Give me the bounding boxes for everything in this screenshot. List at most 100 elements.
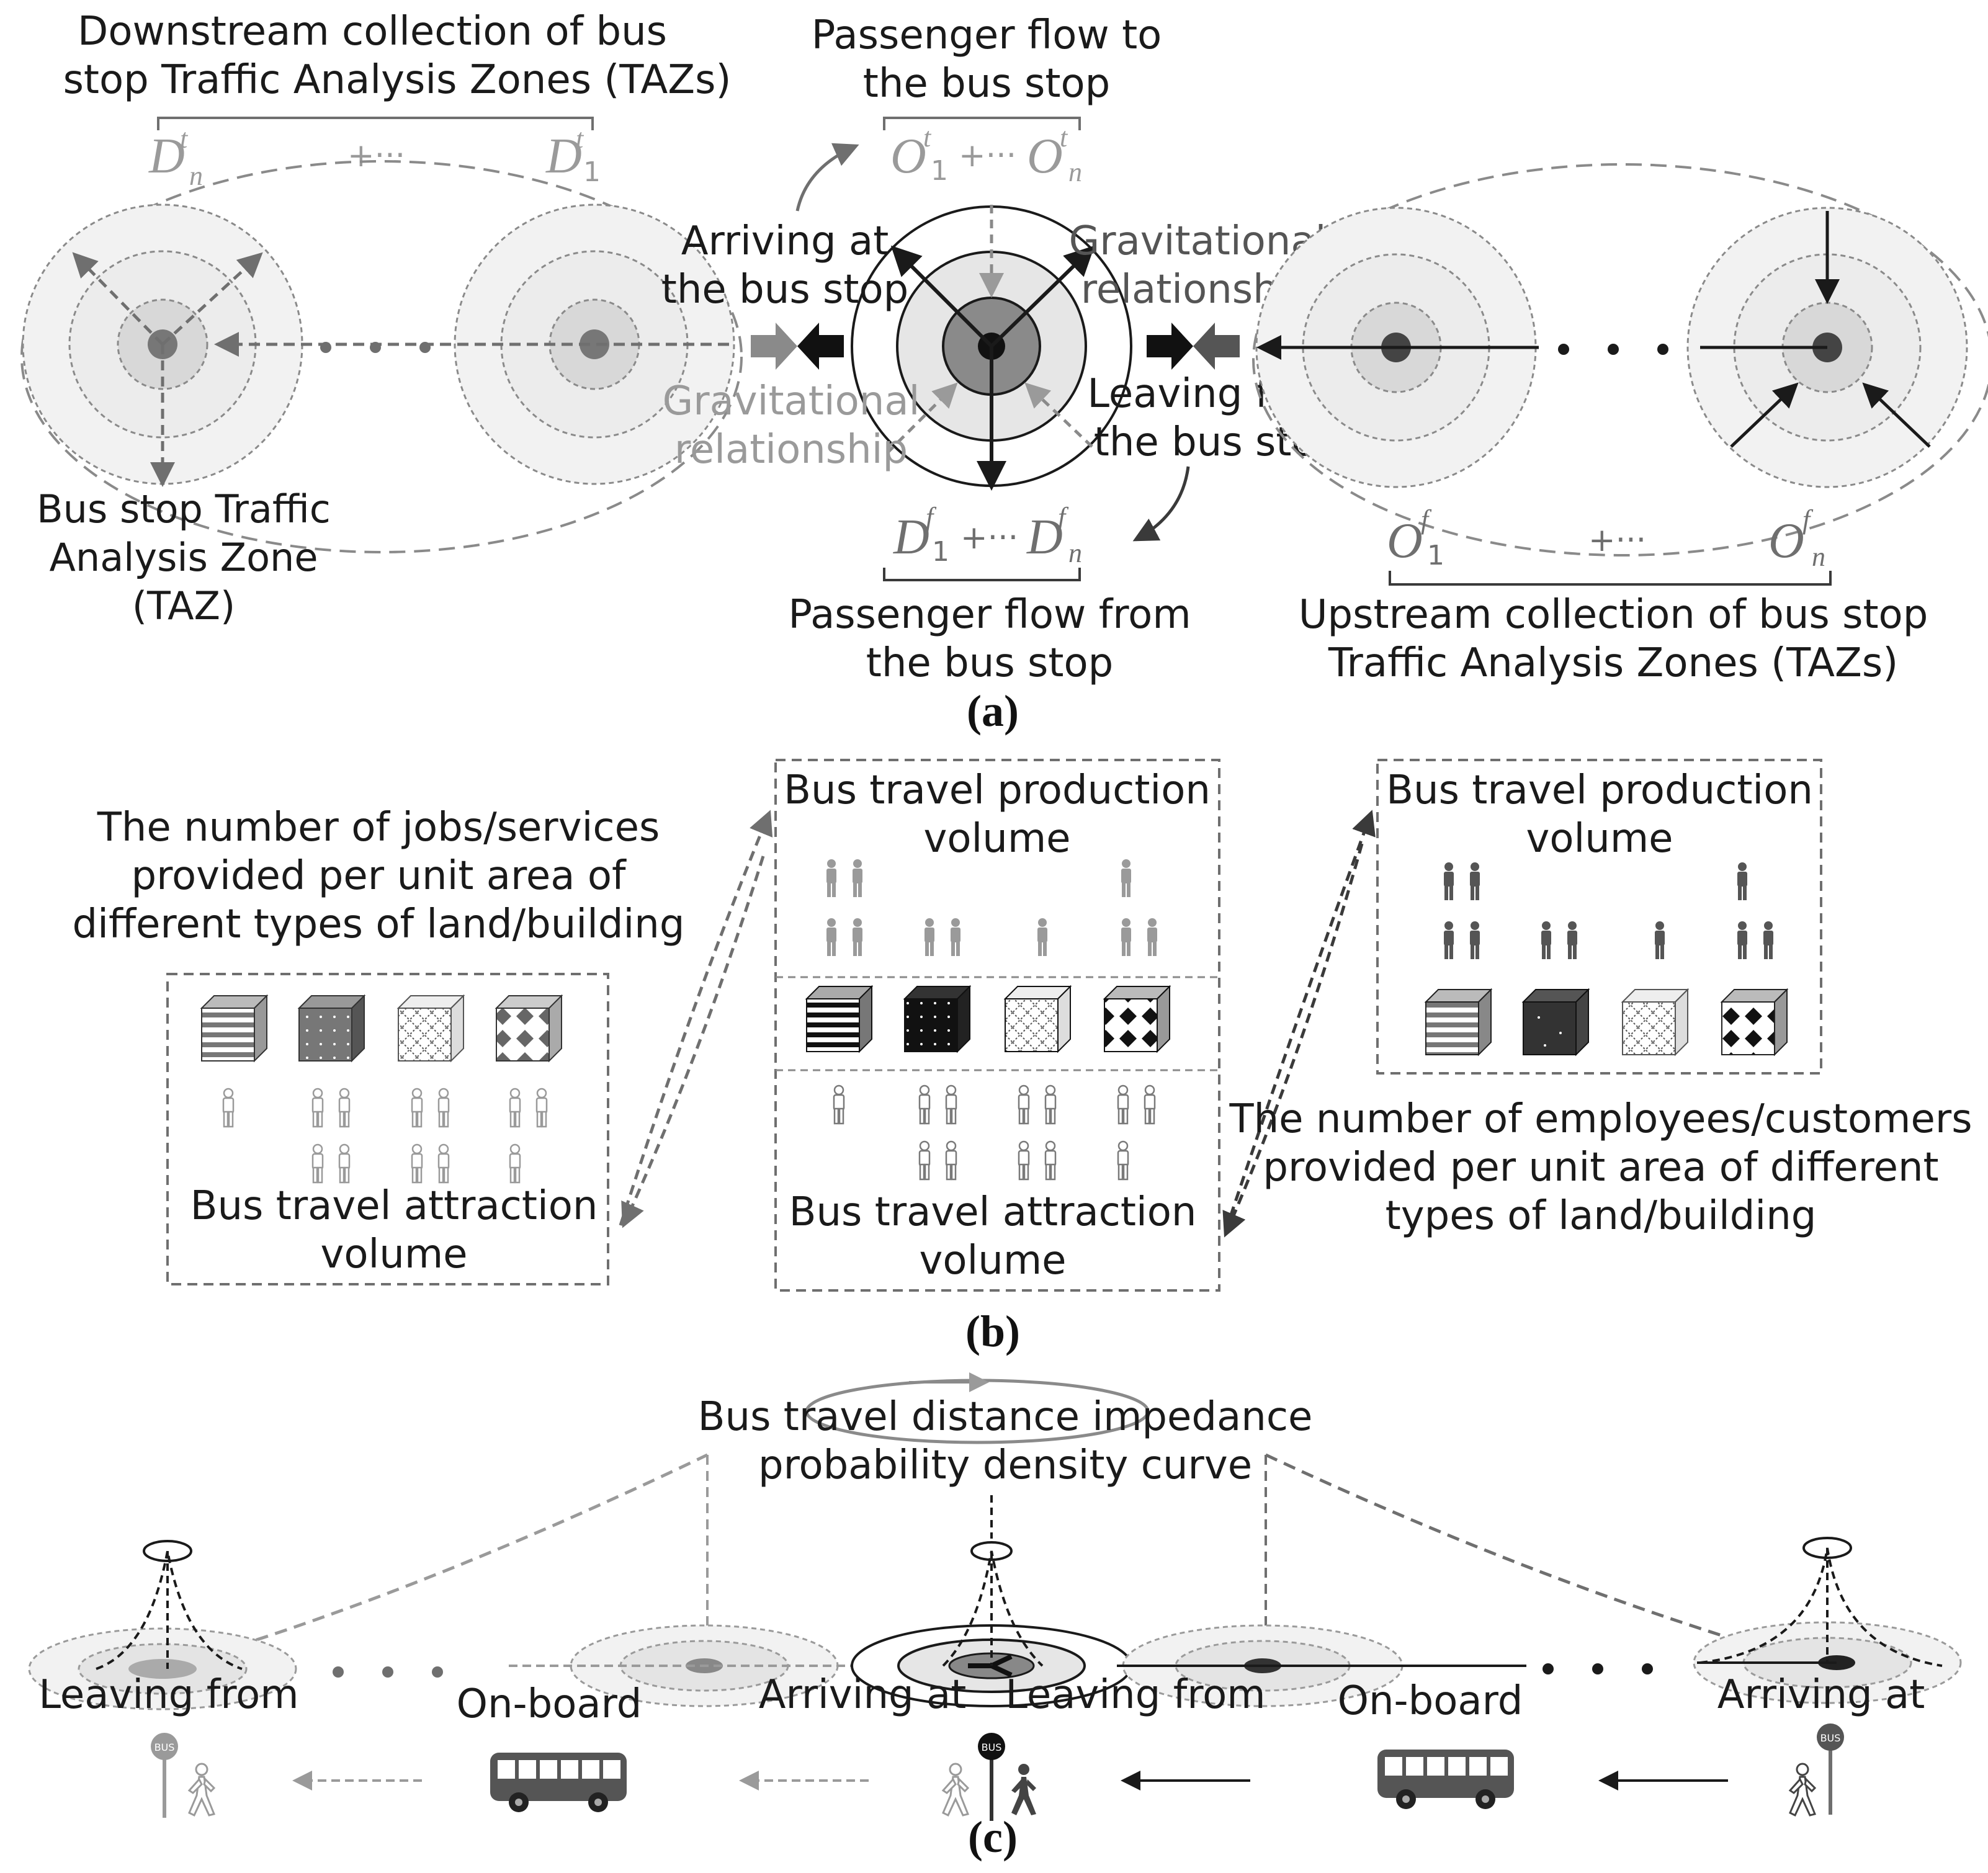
taz-left-downstream xyxy=(22,203,303,487)
taz-right-downstream xyxy=(454,203,735,485)
jobs-line2: provided per unit area of xyxy=(131,853,627,899)
sum-mid: +··· xyxy=(347,137,405,174)
zone-center-stop xyxy=(851,1541,1132,1707)
sum-sup: t xyxy=(1060,122,1068,153)
flow-to-line1: Passenger flow to xyxy=(812,12,1162,58)
flow-to-brace xyxy=(883,117,1081,130)
leaving-mid-label: Leaving from xyxy=(1005,1672,1265,1718)
sum-sub: n xyxy=(1068,538,1082,568)
building-cube-cross xyxy=(396,994,465,1063)
sum-term: D xyxy=(1026,510,1063,565)
flow-from-line1: Passenger flow from xyxy=(788,592,1191,638)
box-mid-prod-line1: Bus travel production xyxy=(784,767,1211,813)
pedestrian-icon xyxy=(188,1763,215,1817)
panel-a: Downstream collection of bus stop Traffi… xyxy=(20,9,1988,736)
panel-b: The number of jobs/services provided per… xyxy=(73,759,1972,1356)
pedestrian-icon xyxy=(1011,1764,1036,1815)
sum-sub: 1 xyxy=(583,156,601,188)
sum-term: O xyxy=(1027,129,1063,184)
downstream-sum: D t n +··· D t 1 xyxy=(148,123,601,191)
jobs-line3: different types of land/building xyxy=(73,901,685,947)
sum-term: O xyxy=(890,129,926,184)
box-mid-attr-line2: volume xyxy=(919,1238,1066,1284)
sum-sup: f xyxy=(1058,502,1069,532)
production-people-right xyxy=(1444,862,1773,959)
sum-sub: n xyxy=(189,161,203,191)
sum-term: D xyxy=(545,129,582,184)
upstream-collection-ellipse xyxy=(1252,163,1988,557)
downstream-collection-ellipse xyxy=(20,160,743,553)
employees-line3: types of land/building xyxy=(1386,1193,1817,1239)
grav-right-line1: Gravitational xyxy=(1069,218,1327,264)
link-middle-to-left xyxy=(621,856,765,1228)
building-cube-cross-dark xyxy=(1003,985,1072,1053)
leaving-left-label: Leaving from xyxy=(38,1672,298,1718)
building-cube-striped-dark xyxy=(805,985,874,1053)
bus-icon xyxy=(1377,1750,1514,1809)
bus-stop-sign-left-icon: BUS xyxy=(151,1733,178,1818)
onboard-right-label: On-board xyxy=(1338,1678,1523,1724)
flow-to-sum: O t 1 +··· O t n xyxy=(890,122,1082,187)
arriving-line2: the bus stop xyxy=(661,267,908,313)
arriving-mid-label: Arriving at xyxy=(759,1672,967,1718)
arriving-right-label: Arriving at xyxy=(1717,1672,1925,1718)
center-bus-stop xyxy=(851,205,1132,491)
box-right-production: Bus travel production volume xyxy=(1376,759,1822,1075)
taz-label-line2: Analysis Zone xyxy=(49,535,318,580)
flow-to-curve-arrow xyxy=(795,143,859,212)
building-cube-striped-right xyxy=(1424,988,1493,1057)
sum-sub: 1 xyxy=(931,155,948,187)
downstream-brace xyxy=(157,117,594,130)
panel-a-caption: (a) xyxy=(967,686,1019,736)
ellipsis-left xyxy=(333,1666,443,1678)
box-left-attr-line2: volume xyxy=(320,1232,467,1277)
panel-c: Bus travel distance impedance probabilit… xyxy=(28,1372,1962,1862)
sum-mid: +··· xyxy=(960,519,1018,557)
pedestrian-icon xyxy=(1789,1763,1816,1817)
box-middle: Bus travel production volume xyxy=(774,759,1220,1292)
panel-b-caption: (b) xyxy=(965,1307,1020,1356)
grav-left-line2: relationship xyxy=(674,427,908,473)
downstream-ellipsis xyxy=(320,342,431,353)
building-cube-dotted xyxy=(297,994,366,1063)
box-left-attr-line1: Bus travel attraction xyxy=(190,1183,598,1229)
panel-c-caption: (c) xyxy=(968,1812,1018,1862)
box-mid-prod-line2: volume xyxy=(923,816,1070,862)
grav-left-line1: Gravitational xyxy=(663,378,920,424)
upstream-brace xyxy=(1389,571,1832,586)
ellipsis-right xyxy=(1542,1663,1653,1674)
flow-from-brace xyxy=(883,568,1081,581)
sum-sub: 1 xyxy=(1427,540,1444,571)
attraction-people-middle xyxy=(833,1084,1156,1181)
gravity-arrows-left xyxy=(751,323,844,370)
sum-sup: f xyxy=(1802,504,1814,535)
link-left-to-middle xyxy=(619,810,773,1226)
bus-stop-sign-right-icon: BUS xyxy=(1817,1723,1844,1815)
sum-sub: n xyxy=(1812,542,1825,572)
sum-sub: n xyxy=(1068,157,1082,187)
flow-to-line2: the bus stop xyxy=(863,61,1110,107)
building-cube-cross-right xyxy=(1621,988,1690,1057)
building-cube-diamond-right xyxy=(1720,988,1789,1057)
bus-sign-text: BUS xyxy=(1820,1732,1841,1744)
sum-sup: t xyxy=(576,123,584,154)
employees-line2: provided per unit area of different xyxy=(1263,1145,1938,1191)
production-people-middle xyxy=(826,859,1157,956)
flow-from-line2: the bus stop xyxy=(866,640,1113,686)
sum-term: D xyxy=(148,129,185,184)
building-cube-striped xyxy=(200,994,269,1063)
attraction-people-left xyxy=(222,1088,548,1184)
onboard-left-label: On-board xyxy=(457,1681,642,1727)
taz-label-line3: (TAZ) xyxy=(132,583,235,628)
upstream-title-line1: Upstream collection of bus stop xyxy=(1299,592,1928,638)
bell-curve-right-outer xyxy=(1265,1453,1812,1665)
sum-sup: f xyxy=(926,502,937,532)
upstream-ellipsis xyxy=(1558,344,1668,355)
bus-icon xyxy=(490,1753,627,1812)
box-right-prod-line2: volume xyxy=(1526,816,1673,862)
box-right-prod-line1: Bus travel production xyxy=(1386,767,1813,813)
building-cube-dotted-dark xyxy=(903,985,972,1053)
jobs-line1: The number of jobs/services xyxy=(97,805,660,851)
downstream-title-line2: stop Traffic Analysis Zones (TAZs) xyxy=(63,57,732,103)
